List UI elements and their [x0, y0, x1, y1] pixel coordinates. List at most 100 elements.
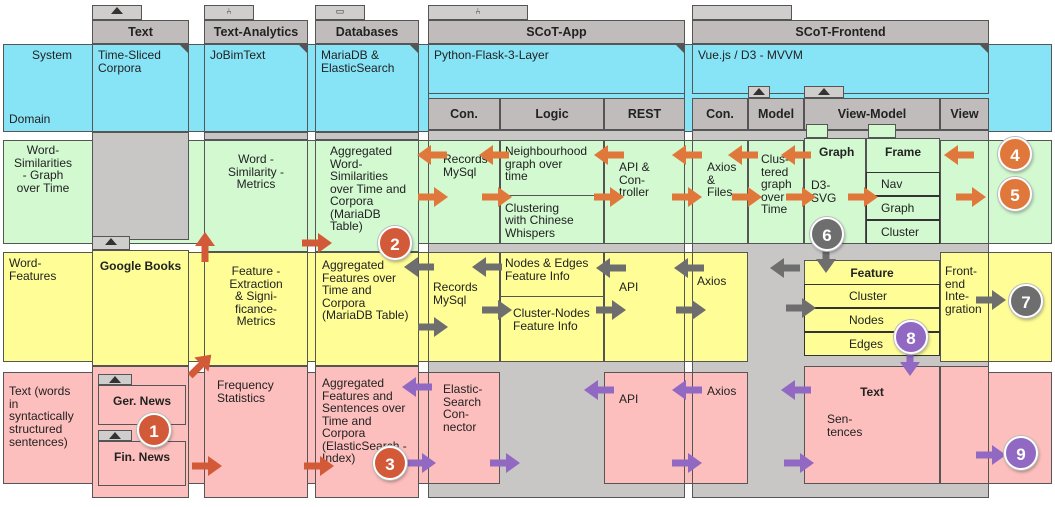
app-logic-header: Logic	[500, 98, 604, 130]
orange-flow-arrow	[594, 187, 624, 207]
analytics-feature-cell: Feature - Extraction & Signi- ficance- M…	[204, 252, 308, 366]
fe-viewmodel-tab	[804, 86, 844, 98]
fin-news-tab	[98, 430, 132, 441]
purple-flow-arrow	[784, 453, 814, 473]
purple-flow-arrow	[976, 445, 1006, 465]
frame-item-cluster: Cluster	[866, 220, 940, 244]
analytics-col-system: JoBimText	[204, 44, 308, 132]
orange-flow-arrow	[482, 187, 512, 207]
purple-flow-arrow	[781, 380, 811, 400]
grey-flow-arrow	[404, 257, 434, 277]
text-col-gap	[92, 132, 189, 240]
grey-flow-arrow	[418, 317, 448, 337]
app-rest-header: REST	[604, 98, 685, 130]
app-col-header: SCoT-App	[428, 20, 685, 44]
frame-item-graph: Graph	[866, 196, 940, 220]
orange-flow-arrow	[418, 187, 448, 207]
orange-flow-arrow	[728, 145, 758, 165]
orange-flow-arrow	[672, 187, 702, 207]
purple-flow-arrow	[402, 377, 432, 397]
google-books-box: Google Books	[92, 250, 189, 366]
purple-flow-arrow	[672, 380, 702, 400]
grey-flow-arrow	[482, 300, 512, 320]
ger-news-tab	[98, 374, 132, 385]
fe-view-header: View	[940, 98, 989, 130]
marker-4: 4	[998, 137, 1032, 171]
grey-flow-arrow	[770, 258, 800, 278]
databases-text-cell: Aggregated Features and Sentences over T…	[315, 366, 419, 498]
analytics-col-header: Text-Analytics	[204, 20, 308, 44]
databases-col-system: MariaDB & ElasticSearch	[315, 44, 419, 132]
marker-6: 6	[810, 217, 844, 251]
marker-3: 3	[373, 446, 407, 480]
marker-5: 5	[998, 177, 1032, 211]
grey-flow-arrow	[596, 300, 626, 320]
grey-flow-arrow	[976, 290, 1006, 310]
purple-flow-arrow	[672, 453, 702, 473]
orange-flow-arrow	[786, 187, 816, 207]
marker-7: 7	[1009, 284, 1043, 318]
fe-model-tab	[748, 86, 770, 98]
analytics-col-tab: ⑃	[204, 5, 254, 20]
fe-model-header: Model	[748, 98, 804, 130]
databases-col-gap	[315, 132, 419, 140]
grey-flow-arrow	[472, 257, 502, 277]
grey-flow-arrow	[596, 258, 626, 278]
orange-flow-arrow	[672, 145, 702, 165]
frame-item-nav: Nav	[866, 172, 940, 196]
purple-flow-arrow	[490, 453, 520, 473]
analytics-similarity-cell: Word - Similarity - Metrics	[204, 140, 308, 252]
app-col-system: Python-Flask-3-Layer	[428, 44, 685, 94]
feature-item-cluster: Cluster	[804, 284, 940, 308]
red-flow-arrow	[304, 456, 334, 476]
row-label-text: Text (words in syntactically structured …	[9, 384, 74, 449]
app-rest-text-cell: API	[604, 372, 685, 484]
app-con-text-cell: Elastic- Search Con- nector	[428, 372, 500, 484]
row-label-domain: Domain	[9, 112, 51, 126]
orange-flow-arrow	[594, 145, 624, 165]
marker-9: 9	[1004, 436, 1038, 470]
databases-col-header: Databases	[315, 20, 419, 44]
app-logic-sim-cell: Neighbourhood graph over time Clustering…	[500, 140, 604, 244]
app-con-header: Con.	[428, 98, 500, 130]
grey-flow-arrow	[676, 300, 706, 320]
orange-flow-arrow	[944, 145, 974, 165]
orange-flow-arrow	[479, 145, 509, 165]
fe-view-text-cell	[940, 366, 989, 484]
databases-similarity-cell: Aggregated Word- Similarities over Time …	[315, 140, 419, 252]
red-flow-arrow	[192, 456, 222, 476]
purple-flow-arrow	[406, 453, 436, 473]
app-col-tab: ⑃	[428, 5, 528, 20]
marker-8: 8	[894, 320, 928, 354]
text-component: Text Sen- tences	[804, 366, 940, 484]
frontend-col-system: Vue.js / D3 - MVVM	[692, 44, 989, 94]
orange-flow-arrow	[732, 187, 762, 207]
frontend-col-tab	[692, 5, 792, 20]
row-label-system: System	[31, 48, 72, 62]
frontend-col-header: SCoT-Frontend	[692, 20, 989, 44]
orange-flow-arrow	[417, 145, 447, 165]
purple-flow-arrow	[584, 380, 614, 400]
databases-col-tab: ▭	[315, 5, 365, 20]
orange-flow-arrow	[781, 145, 811, 165]
fin-news-box: Fin. News	[98, 441, 186, 486]
red-flow-arrow	[302, 233, 332, 253]
grey-flow-arrow	[674, 258, 704, 278]
marker-2: 2	[378, 226, 412, 260]
app-logic-feat-cell: Nodes & Edges Feature Info Cluster-Nodes…	[500, 252, 604, 362]
analytics-col-gap	[204, 132, 308, 140]
google-books-tab	[92, 236, 130, 250]
databases-feature-cell: Aggregated Features over Time and Corpor…	[315, 252, 419, 366]
text-col-system: Time-Sliced Corpora	[92, 44, 189, 132]
text-col-tab	[92, 5, 142, 20]
grey-flow-arrow	[786, 298, 816, 318]
fe-viewmodel-header: View-Model	[804, 98, 940, 130]
app-rest-sim-cell: API & Con- troller	[604, 140, 685, 244]
red-flow-arrow	[195, 232, 215, 262]
analytics-frequency-cell: Frequency Statistics	[204, 366, 308, 498]
fe-con-header: Con.	[692, 98, 748, 130]
text-col-header: Text	[92, 20, 189, 44]
fe-view-feat-cell: Front- end Inte- gration	[940, 252, 989, 362]
row-label-features: Word- Features	[9, 256, 57, 283]
